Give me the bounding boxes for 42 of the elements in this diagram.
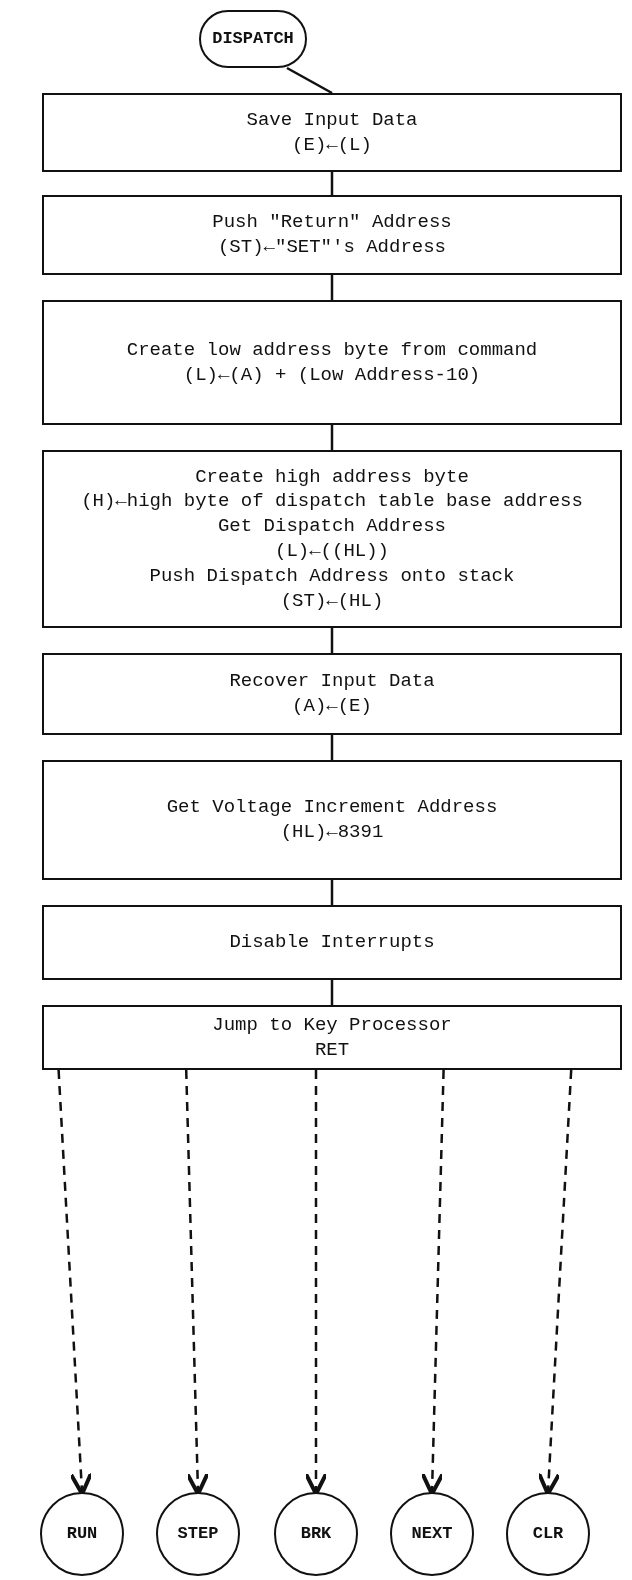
node-text: NEXT xyxy=(411,1523,453,1545)
node-text: (A)←(E) xyxy=(292,695,372,718)
node-text: (L)←(A) + (Low Address-10) xyxy=(183,363,481,387)
node-text: STEP xyxy=(177,1523,219,1545)
process-box xyxy=(42,905,622,980)
node-text: DISPATCH xyxy=(212,28,294,50)
process-box xyxy=(42,195,622,275)
connector-line xyxy=(330,880,334,905)
node-text: Push "Return" Address xyxy=(212,211,452,234)
process-box xyxy=(42,300,622,425)
node-text: CLR xyxy=(532,1523,564,1545)
process-box xyxy=(42,93,622,172)
node-text: (ST)←"SET"'s Address xyxy=(217,236,446,259)
connector-line xyxy=(330,425,334,450)
node-text: (ST)←(HL) xyxy=(280,589,384,613)
node-text: Push Dispatch Address onto stack xyxy=(149,564,515,588)
node-text: (HL)←8391 xyxy=(280,821,384,844)
node-text: Save Input Data xyxy=(246,108,418,132)
node-text: Get Voltage Increment Address xyxy=(166,796,498,819)
process-box xyxy=(42,450,622,628)
connector-line xyxy=(286,66,333,95)
node-text: Recover Input Data xyxy=(229,670,435,693)
node-text: BRK xyxy=(300,1523,332,1545)
node-text: Create high address byte xyxy=(195,465,469,489)
node-text: Jump to Key Processor xyxy=(212,1013,452,1037)
connector-line xyxy=(330,275,334,300)
connector-line xyxy=(330,628,334,653)
node-text: Disable Interrupts xyxy=(229,931,435,954)
process-box xyxy=(42,1005,622,1070)
connector-line xyxy=(330,172,334,195)
terminal-node xyxy=(199,10,307,68)
node-text: Get Dispatch Address xyxy=(217,515,446,538)
node-text: Create low address byte from command xyxy=(126,338,538,362)
node-text: (L)←((HL)) xyxy=(275,540,389,563)
node-text: (E)←(L) xyxy=(292,133,372,157)
node-text: RUN xyxy=(66,1523,98,1545)
connector-line xyxy=(330,980,334,1005)
process-box xyxy=(42,760,622,880)
connector-line xyxy=(330,735,334,760)
process-box xyxy=(42,653,622,735)
node-text: RET xyxy=(314,1038,350,1062)
node-text: (H)←high byte of dispatch table base address xyxy=(81,490,583,514)
